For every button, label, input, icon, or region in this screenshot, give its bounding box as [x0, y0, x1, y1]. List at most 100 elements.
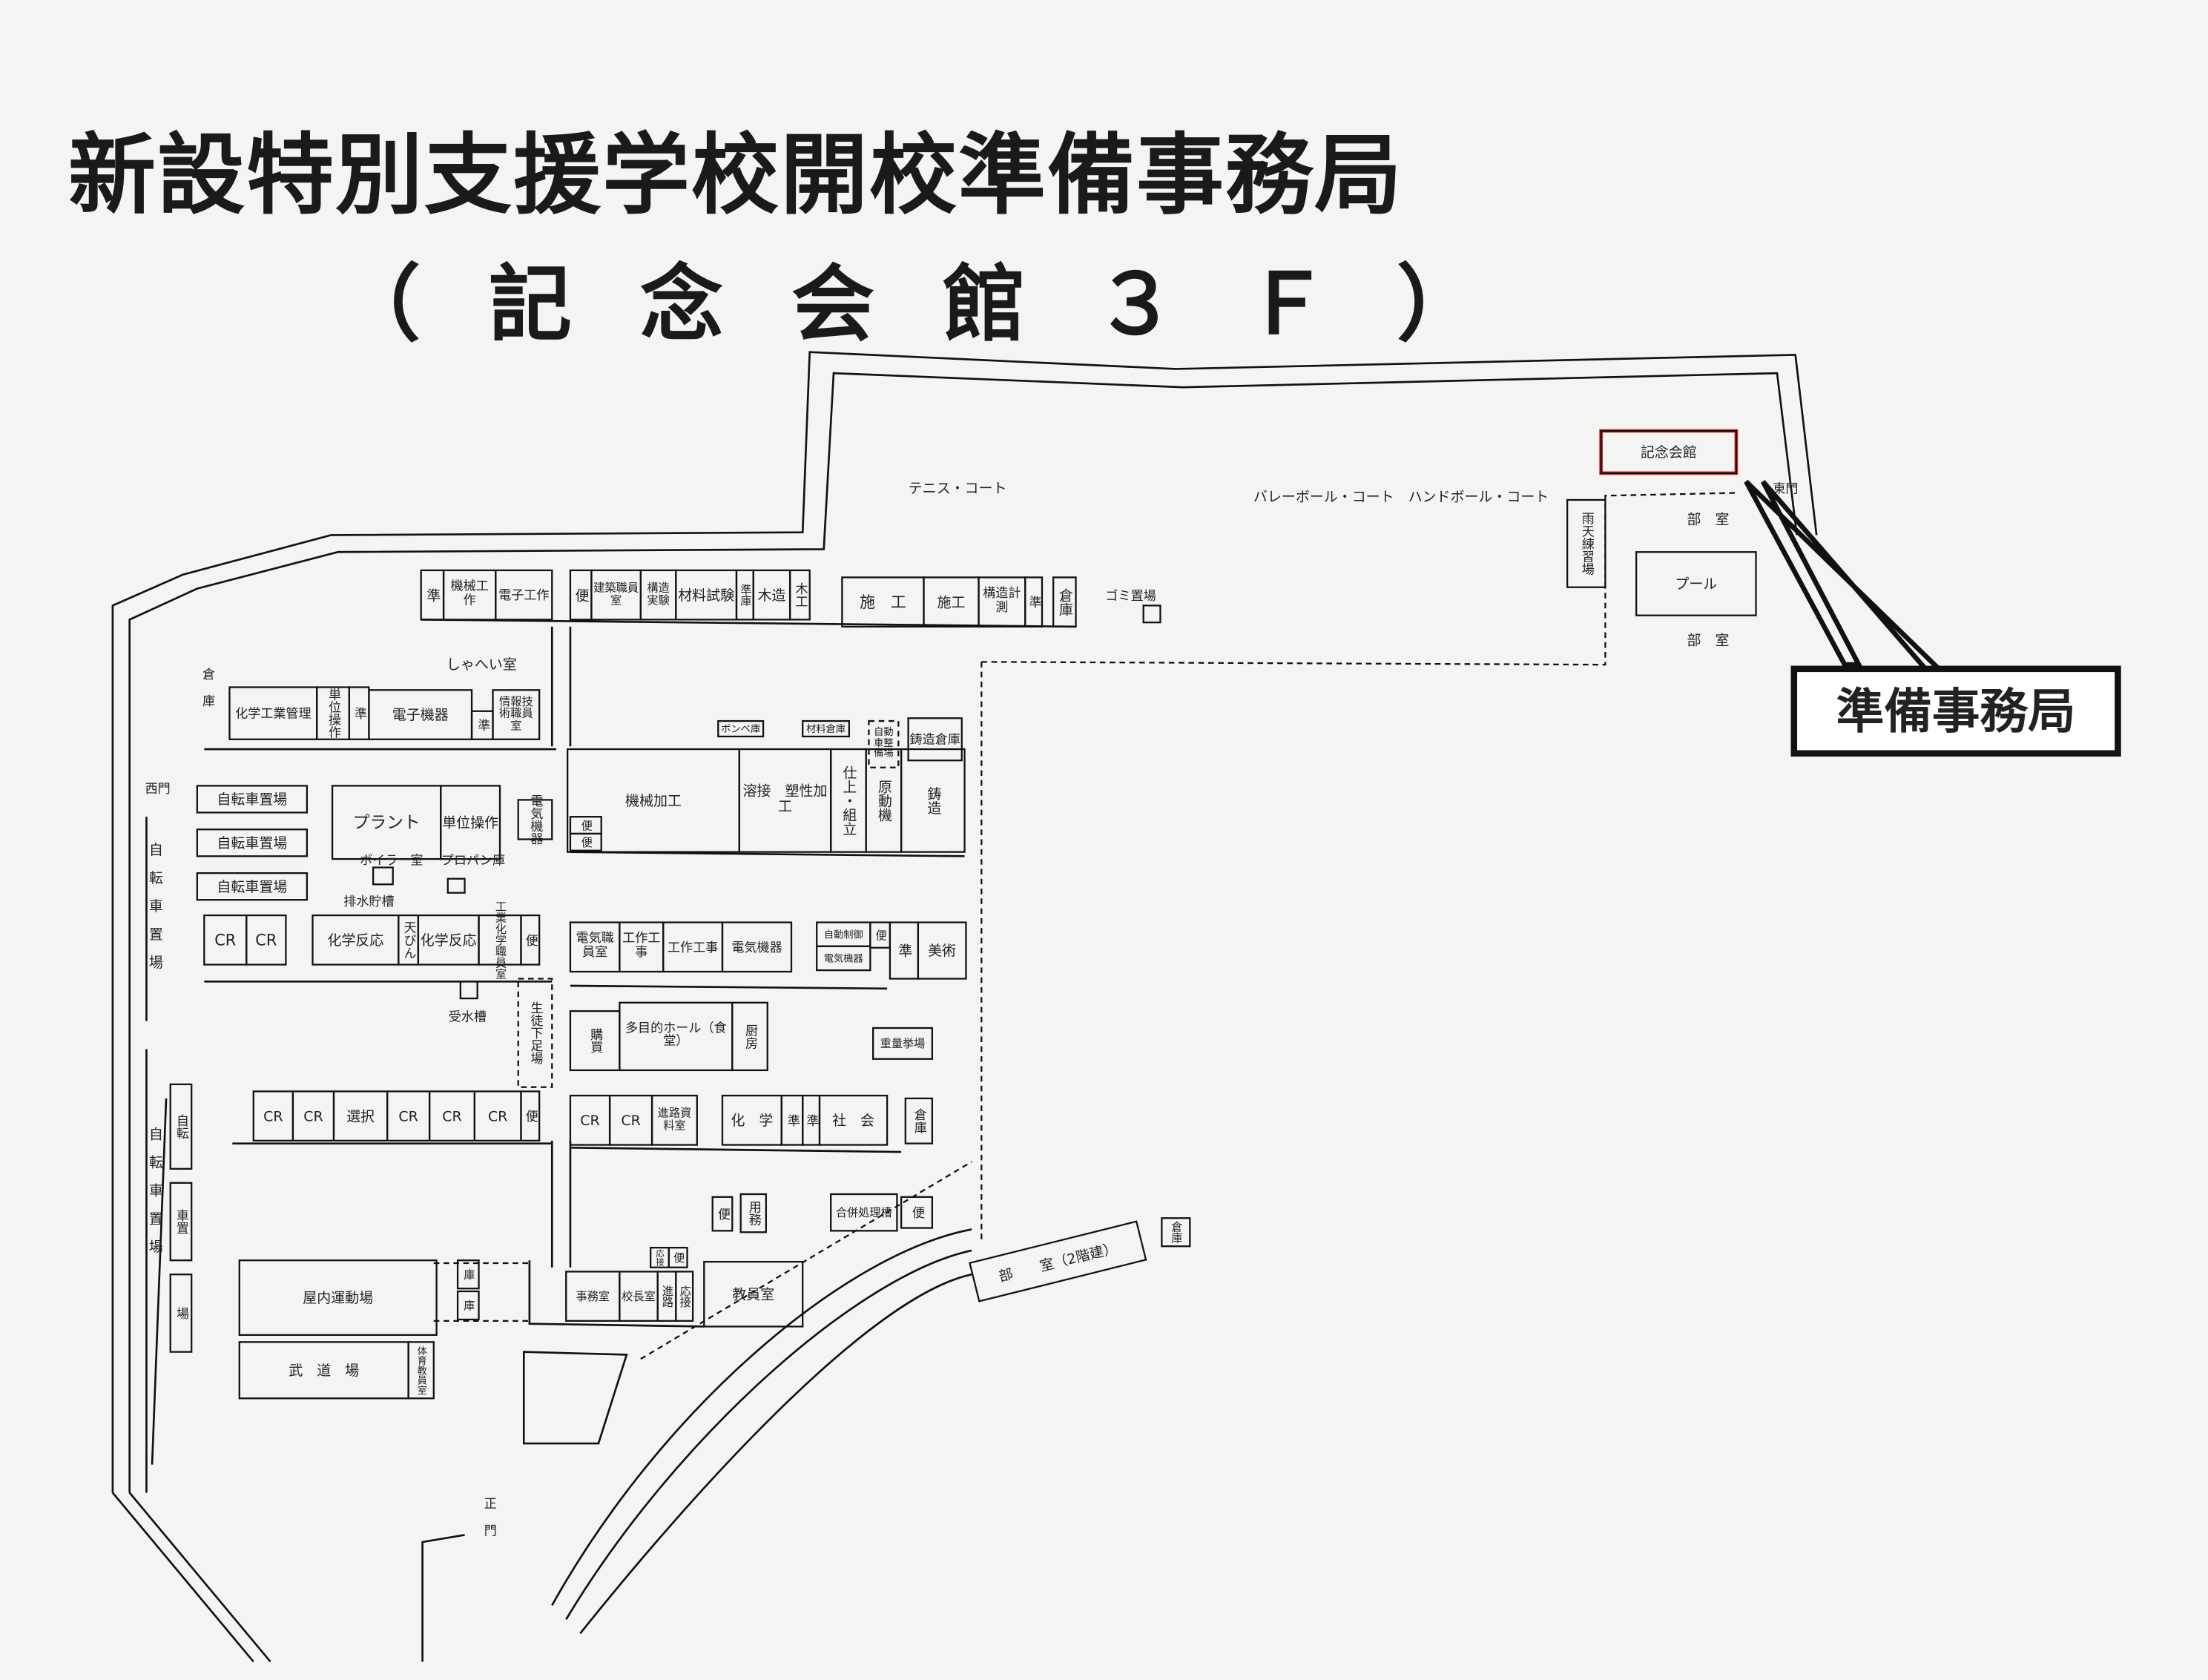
room: 美術 [917, 921, 967, 980]
room: 溶接 塑性加工 [738, 748, 832, 853]
room-label-box: 多目的ホール（食堂） [625, 1022, 727, 1049]
room: 電子工作 [495, 569, 553, 621]
room: 準 [802, 1094, 821, 1146]
room-label: プラント [353, 814, 421, 833]
map-label: テニス・コート [909, 481, 1007, 497]
room: 自転車置場 [196, 785, 309, 814]
room-outline [650, 1094, 698, 1146]
room: 木工 [788, 569, 811, 621]
room-label: 準 [785, 1114, 800, 1127]
page-title: 新設特別支援学校開校準備事務局 [68, 124, 1404, 226]
room-outline [1052, 576, 1077, 628]
room-outline [1161, 1217, 1191, 1248]
room-label: 原動機 [876, 780, 892, 822]
room-outline [818, 1094, 889, 1146]
room: 便 [569, 569, 593, 621]
room-label: 車置 [174, 1209, 189, 1234]
room-label: 武 道 場 [289, 1363, 359, 1379]
room: 便 [569, 816, 602, 835]
room: 施工 [923, 576, 980, 628]
room: 電気機器 [517, 794, 553, 845]
room-label: 応接 [655, 1248, 665, 1266]
room-label: 単位操作 [442, 814, 498, 831]
room-outline [520, 1090, 541, 1142]
room-label: 電気機器 [527, 794, 543, 845]
labels-layer: テニス・コートバレーボール・コート ハンドボール・コート東門西門正門ゴミ置場しゃ… [145, 481, 1799, 1551]
room: 施 工 [841, 576, 925, 628]
room: 便 [668, 1246, 688, 1268]
room: 材料試験 [675, 569, 738, 621]
room: CR [569, 1094, 611, 1146]
room-label: 便 [573, 587, 590, 602]
room-label: 天びん [401, 921, 417, 959]
room-outline [196, 872, 309, 901]
map-label: 倉庫 [200, 668, 215, 721]
room: 便 [520, 914, 541, 966]
room: 建築職員室 [590, 569, 642, 621]
room-label: 進路資料室 [657, 1107, 692, 1132]
room-outline [169, 1083, 193, 1170]
room-label: 化学反応 [421, 932, 477, 949]
room-label: 木造 [757, 587, 785, 604]
room-label: 準庫 [739, 584, 752, 607]
room-label: 材料試験 [678, 587, 734, 604]
room-label: 自転車置場 [217, 879, 287, 895]
room-label-box: 電気職員室 [576, 932, 614, 959]
room: 準 [420, 569, 445, 621]
room-label: 建築職員室 [593, 582, 639, 607]
room: 準 [470, 710, 494, 740]
room-label-box: 構造計測 [983, 587, 1021, 615]
room: CR [252, 1090, 294, 1142]
room: 工作工事 [619, 921, 665, 973]
room: CR [203, 914, 248, 966]
club-building-outline [969, 1220, 1147, 1302]
room-outline [520, 914, 541, 966]
map-label: 自転車置場 [147, 1127, 163, 1268]
room-label: 化学工業管理 [235, 707, 311, 722]
room: 鋳造倉庫 [907, 717, 963, 762]
room-label-box: 建築職員室 [593, 582, 639, 607]
room-outline [711, 1196, 734, 1232]
room: 化学工業管理 [228, 686, 318, 740]
room-label: 機械工作 [450, 580, 489, 608]
room: CR [608, 1094, 653, 1146]
room: 進路 [656, 1271, 677, 1322]
room: 木造 [752, 569, 791, 621]
club-building-label: 部 室（2階建） [997, 1240, 1118, 1285]
room-outline [1635, 551, 1757, 616]
room-outline [1024, 576, 1044, 628]
tank-box [1142, 605, 1161, 624]
room-label: 情報技術職員室 [499, 695, 533, 732]
room-label: 準 [804, 1114, 820, 1127]
room-outline [238, 1259, 438, 1336]
room: 庫 [456, 1259, 480, 1290]
room: 便 [900, 1196, 934, 1229]
room-label: 応接 [678, 1285, 691, 1308]
room-outline [1566, 498, 1606, 588]
room: 仕上・組立 [830, 748, 867, 853]
room-label: 便 [579, 837, 593, 849]
room-outline [517, 978, 553, 1088]
room-label-box: 構造実験 [647, 582, 669, 606]
map-label: 部 室 [1687, 633, 1730, 649]
room-label: 便 [523, 1110, 538, 1123]
room: CR [428, 1090, 475, 1142]
room-label: 構造計測 [983, 587, 1021, 615]
room-label: 合併処理槽 [836, 1206, 892, 1219]
room: 庫 [456, 1290, 480, 1321]
room: 記念会館 [1600, 429, 1738, 475]
room-label: 準 [424, 587, 441, 602]
room-label: 倉庫 [1170, 1221, 1183, 1244]
room: 進路資料室 [650, 1094, 698, 1146]
room-label: 便 [909, 1206, 925, 1219]
page-subtitle: （記念会館３Ｆ） [337, 257, 1548, 353]
room-outline [675, 1271, 694, 1322]
room-label: 鋳造倉庫 [910, 733, 960, 748]
room: 場 [169, 1274, 193, 1353]
room: 自転車置場 [196, 829, 309, 857]
room: 準庫 [735, 569, 754, 621]
room: 鋳造 [900, 748, 966, 853]
room: 自転車置場 [196, 872, 309, 901]
room-outline [816, 945, 871, 972]
room-label: 便 [672, 1252, 685, 1264]
